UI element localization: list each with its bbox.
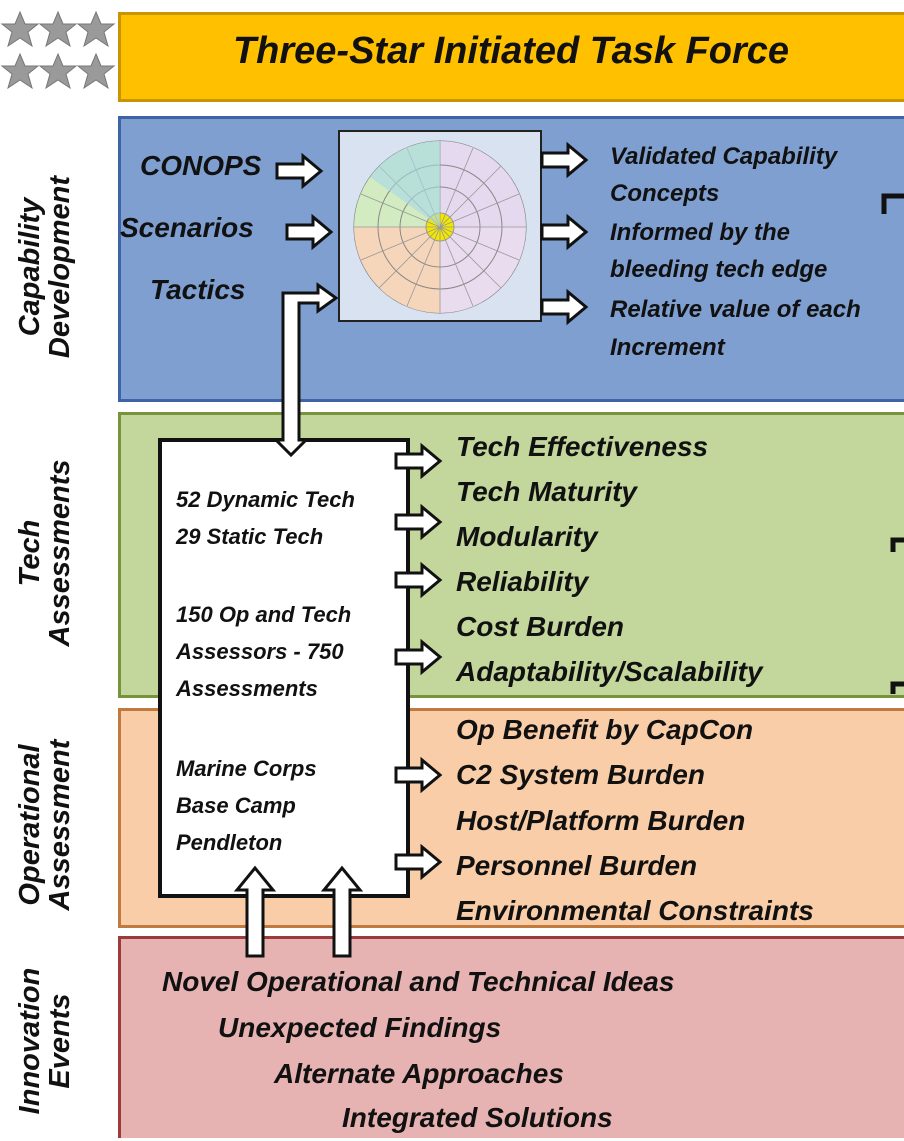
capability-wheel — [338, 130, 542, 322]
box-line-1: 52 Dynamic Tech — [176, 487, 355, 512]
tech-output-6: Adaptability/Scalability — [456, 656, 763, 687]
box-line-2: 29 Static Tech — [176, 524, 324, 549]
assessment-box — [158, 438, 410, 898]
innovation-band — [118, 936, 904, 1138]
op-output-1: Op Benefit by CapCon — [456, 714, 754, 745]
box-line-7: Base Camp — [176, 793, 296, 818]
box-line-3: 150 Op and Tech — [176, 602, 352, 627]
cap-output-line6: Increment — [610, 334, 725, 361]
cap-output-line3: Informed by the — [610, 219, 791, 246]
cap-output-line5: Relative value of each — [610, 296, 861, 323]
cap-output-line2: Concepts — [610, 180, 720, 207]
cap-output-line1: Validated Capability — [610, 143, 838, 170]
box-line-5: Assessments — [176, 676, 318, 701]
innovation-item-3: Alternate Approaches — [274, 1058, 564, 1089]
op-output-3: Host/Platform Burden — [456, 805, 746, 836]
tech-output-5: Cost Burden — [456, 611, 624, 642]
input-scenarios: Scenarios — [120, 212, 254, 243]
stars-icon — [0, 8, 118, 98]
innovation-item-2: Unexpected Findings — [218, 1012, 502, 1043]
input-conops: CONOPS — [140, 150, 262, 181]
innovation-item-1: Novel Operational and Technical Ideas — [162, 966, 675, 997]
tech-output-3: Modularity — [456, 521, 598, 552]
box-line-8: Pendleton — [176, 830, 283, 855]
header-banner — [118, 12, 904, 102]
page-title: Three-Star Initiated Task Force — [232, 30, 790, 72]
tech-output-1: Tech Effectiveness — [456, 431, 709, 462]
op-output-2: C2 System Burden — [456, 759, 705, 790]
op-output-5: Environmental Constraints — [456, 895, 814, 926]
tech-output-4: Reliability — [456, 566, 589, 597]
tech-output-2: Tech Maturity — [456, 476, 637, 507]
input-tactics: Tactics — [150, 274, 246, 305]
cap-output-line4: bleeding tech edge — [610, 256, 828, 283]
innovation-item-4: Integrated Solutions — [342, 1102, 613, 1133]
box-line-4: Assessors - 750 — [176, 639, 344, 664]
box-line-6: Marine Corps — [176, 756, 317, 781]
op-output-4: Personnel Burden — [456, 850, 698, 881]
